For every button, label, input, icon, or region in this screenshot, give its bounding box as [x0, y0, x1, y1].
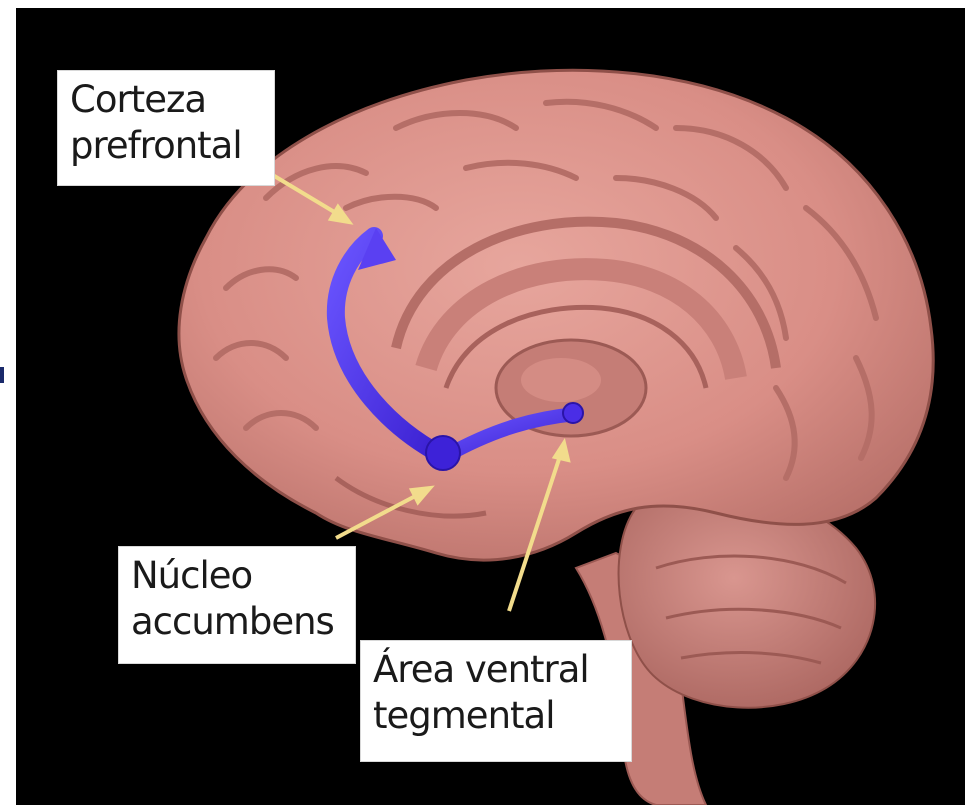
cerebellum — [619, 492, 876, 708]
label-prefrontal-line1: Corteza — [70, 77, 264, 123]
label-prefrontal-line2: prefrontal — [70, 123, 264, 169]
label-accumbens-line1: Núcleo — [131, 553, 345, 599]
label-vta-line1: Área ventral — [373, 647, 621, 693]
label-nucleus-accumbens: Núcleo accumbens — [118, 546, 356, 664]
cerebrum — [179, 70, 933, 560]
vta-node — [563, 403, 583, 423]
label-prefrontal-cortex: Corteza prefrontal — [57, 70, 275, 186]
label-vta-line2: tegmental — [373, 693, 621, 739]
edge-marker — [0, 367, 4, 383]
label-ventral-tegmental-area: Área ventral tegmental — [360, 640, 632, 762]
brain-diagram: Corteza prefrontal Núcleo accumbens Área… — [16, 8, 965, 805]
nucleus-accumbens-node — [426, 436, 460, 470]
label-accumbens-line2: accumbens — [131, 599, 345, 645]
